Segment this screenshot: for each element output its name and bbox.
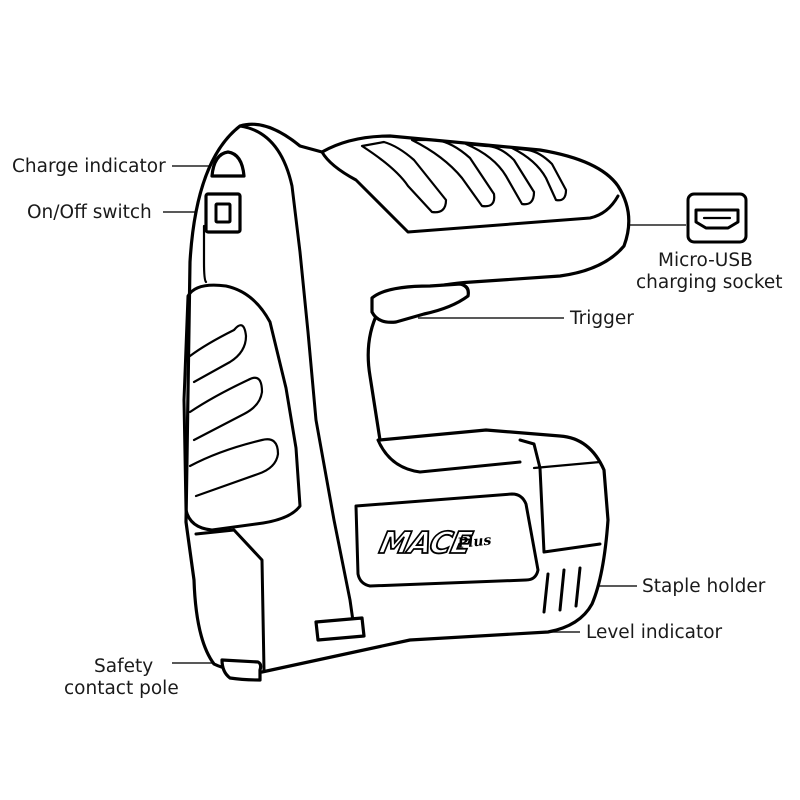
logo-plate — [354, 492, 540, 588]
label-micro-usb-line2: charging socket — [636, 272, 783, 293]
safety-contact-pole[interactable] — [220, 658, 263, 682]
rear-block-top-edge — [532, 460, 602, 470]
label-charge-indicator: Charge indicator — [12, 156, 166, 177]
side-cheek-line — [202, 224, 208, 284]
label-micro-usb-line1: Micro-USB — [658, 250, 753, 271]
staple-slot-1 — [542, 572, 550, 614]
grip-ridge-2 — [410, 138, 496, 208]
label-on-off-switch: On/Off switch — [27, 202, 152, 223]
stapler-illustration — [182, 122, 631, 682]
brand-logo: MACE — [375, 525, 476, 561]
logo-brand-text: MACE — [376, 526, 475, 561]
staple-slot-3 — [574, 566, 582, 608]
label-safety-line1: Safety — [94, 656, 153, 677]
label-trigger: Trigger — [569, 308, 634, 329]
front-face-edge — [238, 124, 356, 630]
side-grip-pad — [182, 283, 302, 532]
grip-chevron-2 — [188, 376, 264, 442]
trigger-button[interactable] — [370, 282, 470, 324]
grip-chevron-3 — [188, 438, 280, 498]
micro-usb-port-icon — [686, 192, 748, 244]
grip-chevron-1 — [188, 324, 248, 384]
grip-ridge-1 — [360, 140, 448, 214]
staple-slot-2 — [558, 568, 566, 612]
on-off-switch-button[interactable] — [214, 202, 232, 224]
label-staple-holder: Staple holder — [642, 576, 766, 597]
charge-indicator-light — [210, 150, 246, 178]
labels: Charge indicator On/Off switch Micro-USB… — [12, 156, 783, 699]
top-grip-panel — [320, 150, 620, 234]
level-indicator-window — [314, 616, 366, 642]
on-off-switch-housing — [204, 192, 242, 234]
usb-socket-shape — [694, 208, 740, 230]
label-level-indicator: Level indicator — [586, 622, 723, 643]
usb-frame — [686, 192, 748, 244]
grip-ridge-4 — [510, 146, 568, 202]
logo-sub-text: Plus — [456, 533, 493, 553]
staple-holder-slots[interactable] — [542, 566, 582, 614]
label-safety-line2: contact pole — [64, 678, 179, 699]
lower-nose-divider — [194, 528, 266, 672]
handle-inner-edge — [376, 438, 522, 474]
grip-ridge-3 — [464, 142, 536, 206]
